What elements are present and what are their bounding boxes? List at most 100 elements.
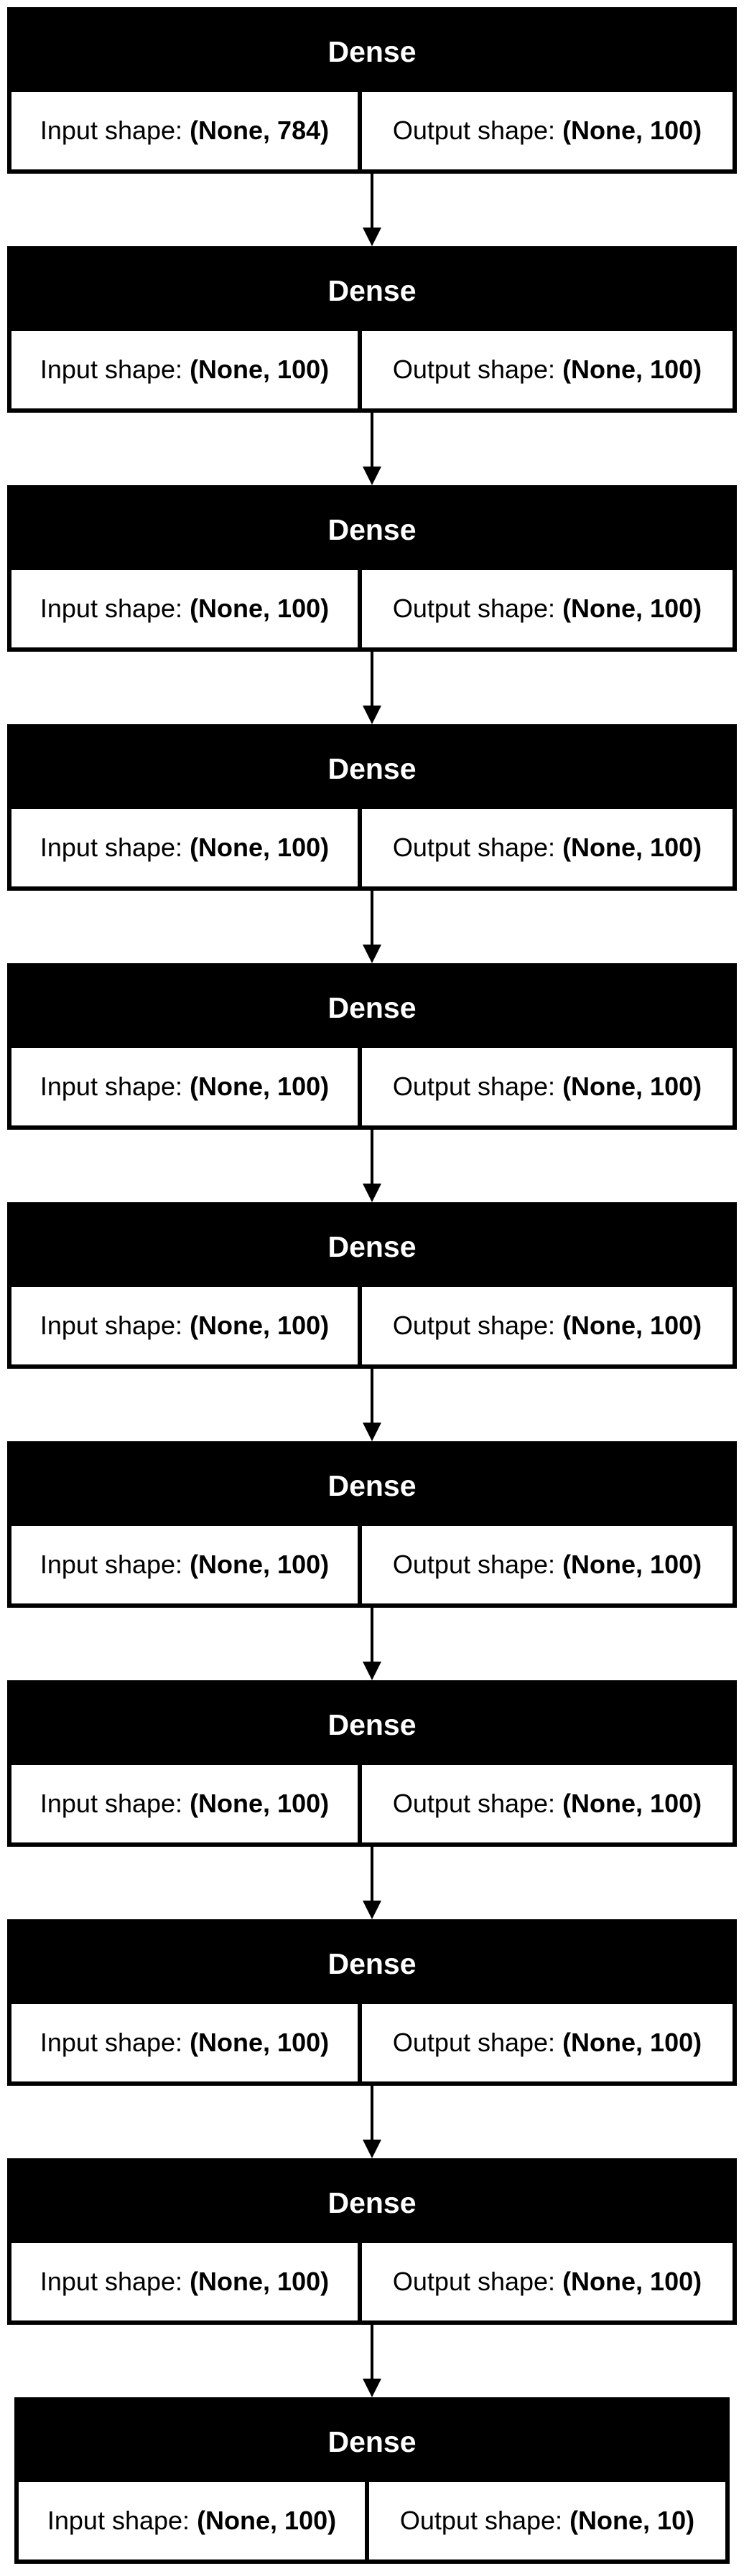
layer-name: Dense <box>327 1708 417 1741</box>
input-shape-label: Input shape: <box>39 116 183 145</box>
output-shape-value: (None, 100) <box>562 833 702 862</box>
input-shape-value: (None, 100) <box>190 833 330 862</box>
output-shape-cell: Output shape:(None, 100) <box>362 1765 733 1842</box>
shape-row: Input shape:(None, 100)Output shape:(Non… <box>11 331 733 408</box>
connector-edge <box>371 891 373 945</box>
layer-name: Dense <box>327 274 417 307</box>
input-shape-cell: Input shape:(None, 100) <box>11 1287 358 1364</box>
input-shape-cell: Input shape:(None, 100) <box>11 1526 358 1603</box>
arrow-down-icon <box>363 945 381 963</box>
input-shape-value: (None, 100) <box>190 1789 330 1818</box>
arrow-down-icon <box>363 467 381 485</box>
output-shape-value: (None, 100) <box>562 1072 702 1101</box>
output-shape-value: (None, 100) <box>562 116 702 145</box>
input-shape-label: Input shape: <box>47 2506 190 2535</box>
output-shape-label: Output shape: <box>392 1311 556 1340</box>
connector-edge <box>371 2325 373 2379</box>
input-shape-cell: Input shape:(None, 100) <box>11 2004 358 2081</box>
layer-name: Dense <box>327 1230 417 1263</box>
shape-row: Input shape:(None, 100)Output shape:(Non… <box>11 2004 733 2081</box>
shape-row: Input shape:(None, 100)Output shape:(Non… <box>11 2243 733 2320</box>
input-shape-cell: Input shape:(None, 100) <box>11 331 358 408</box>
output-shape-label: Output shape: <box>392 594 556 623</box>
output-shape-value: (None, 10) <box>569 2506 695 2535</box>
output-shape-cell: Output shape:(None, 10) <box>369 2482 725 2559</box>
input-shape-label: Input shape: <box>39 355 183 384</box>
connector-edge <box>371 1369 373 1423</box>
shape-row: Input shape:(None, 100)Output shape:(Non… <box>11 1048 733 1125</box>
input-shape-value: (None, 100) <box>190 1311 330 1340</box>
input-shape-label: Input shape: <box>39 833 183 862</box>
output-shape-label: Output shape: <box>392 355 556 384</box>
output-shape-cell: Output shape:(None, 100) <box>362 331 733 408</box>
connector-edge <box>371 174 373 228</box>
shape-row: Input shape:(None, 100)Output shape:(Non… <box>11 809 733 886</box>
arrow-down-icon <box>363 1901 381 1919</box>
input-shape-value: (None, 100) <box>190 2267 330 2296</box>
output-shape-cell: Output shape:(None, 100) <box>362 1287 733 1364</box>
input-shape-cell: Input shape:(None, 100) <box>11 2243 358 2320</box>
shape-row: Input shape:(None, 100)Output shape:(Non… <box>19 2482 725 2559</box>
input-shape-value: (None, 100) <box>190 1550 330 1579</box>
layer-name: Dense <box>327 2186 417 2219</box>
input-shape-label: Input shape: <box>39 2267 183 2296</box>
output-shape-cell: Output shape:(None, 100) <box>362 809 733 886</box>
layer-name: Dense <box>327 513 417 546</box>
input-shape-cell: Input shape:(None, 100) <box>19 2482 365 2559</box>
layer-name: Dense <box>327 2425 417 2458</box>
input-shape-value: (None, 784) <box>190 116 330 145</box>
shape-row: Input shape:(None, 100)Output shape:(Non… <box>11 1287 733 1364</box>
layer-name: Dense <box>327 991 417 1024</box>
arrow-down-icon <box>363 1423 381 1441</box>
output-shape-value: (None, 100) <box>562 1550 702 1579</box>
shape-row: Input shape:(None, 784)Output shape:(Non… <box>11 92 733 169</box>
output-shape-cell: Output shape:(None, 100) <box>362 570 733 647</box>
output-shape-cell: Output shape:(None, 100) <box>362 1526 733 1603</box>
input-shape-label: Input shape: <box>39 594 183 623</box>
input-shape-label: Input shape: <box>39 1311 183 1340</box>
input-shape-value: (None, 100) <box>190 1072 330 1101</box>
connector-edge <box>371 2086 373 2140</box>
output-shape-value: (None, 100) <box>562 2028 702 2057</box>
output-shape-label: Output shape: <box>399 2506 563 2535</box>
output-shape-label: Output shape: <box>392 1550 556 1579</box>
input-shape-cell: Input shape:(None, 100) <box>11 570 358 647</box>
input-shape-label: Input shape: <box>39 2028 183 2057</box>
output-shape-label: Output shape: <box>392 1072 556 1101</box>
arrow-down-icon <box>363 2140 381 2158</box>
shape-row: Input shape:(None, 100)Output shape:(Non… <box>11 1765 733 1842</box>
shape-row: Input shape:(None, 100)Output shape:(Non… <box>11 1526 733 1603</box>
arrow-down-icon <box>363 2379 381 2397</box>
arrow-down-icon <box>363 1662 381 1680</box>
layer-name: Dense <box>327 752 417 785</box>
output-shape-cell: Output shape:(None, 100) <box>362 1048 733 1125</box>
input-shape-cell: Input shape:(None, 784) <box>11 92 358 169</box>
input-shape-value: (None, 100) <box>190 594 330 623</box>
input-shape-value: (None, 100) <box>190 2028 330 2057</box>
output-shape-label: Output shape: <box>392 2267 556 2296</box>
arrow-down-icon <box>363 228 381 246</box>
output-shape-label: Output shape: <box>392 1789 556 1818</box>
connector-edge <box>371 1608 373 1662</box>
output-shape-label: Output shape: <box>392 116 556 145</box>
output-shape-label: Output shape: <box>392 833 556 862</box>
output-shape-cell: Output shape:(None, 100) <box>362 2243 733 2320</box>
shape-row: Input shape:(None, 100)Output shape:(Non… <box>11 570 733 647</box>
input-shape-value: (None, 100) <box>190 355 330 384</box>
input-shape-cell: Input shape:(None, 100) <box>11 809 358 886</box>
input-shape-label: Input shape: <box>39 1072 183 1101</box>
output-shape-value: (None, 100) <box>562 594 702 623</box>
output-shape-cell: Output shape:(None, 100) <box>362 2004 733 2081</box>
